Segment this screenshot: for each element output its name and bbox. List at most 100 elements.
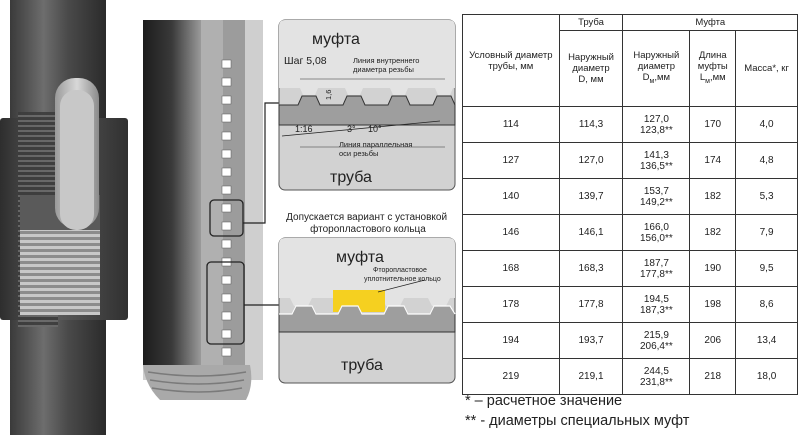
coupling-od-special: 177,8** (639, 268, 673, 280)
cell-mass: 8,6 (735, 286, 798, 323)
header-coupling-length: Длина муфты Lм,мм (689, 30, 737, 107)
coupling-od-standard: 187,7 (643, 257, 669, 269)
cell-nominal: 168 (462, 250, 560, 287)
taper-label: 1:16 (295, 124, 313, 134)
thread-detail-top: муфта Шаг 5,08 Линия внутреннего диаметр… (278, 19, 456, 191)
cell-mass: 5,3 (735, 178, 798, 215)
ring-variant-caption: Допускается вариант с установкой фторопл… (286, 212, 450, 235)
cell-coupling-length: 190 (689, 250, 737, 287)
cell-pipe-od: 193,7 (558, 322, 624, 359)
detail-marker-bottom (206, 261, 245, 345)
detail-bottom-pipe-title: труба (341, 357, 383, 374)
pitch-label: Шаг 5,08 (284, 55, 327, 67)
coupling-od-standard: 127,0 (643, 113, 669, 125)
pipe-3d-view (0, 0, 128, 435)
cell-nominal: 219 (462, 358, 560, 395)
cell-pipe-od: 139,7 (558, 178, 624, 215)
cell-nominal: 127 (462, 142, 560, 179)
section-thread-tooth (221, 347, 232, 357)
cell-mass: 18,0 (735, 358, 798, 395)
section-thread-tooth (221, 221, 232, 231)
footnote-special-couplings: ** - диаметры специальных муфт (465, 413, 690, 429)
ring-label: Фторопластовое уплотнительное кольцо (364, 267, 441, 283)
section-thread-tooth (221, 185, 232, 195)
section-thread-tooth (221, 239, 232, 249)
angle-left-label: 3° (347, 124, 356, 134)
detail-marker-top (209, 199, 244, 237)
cell-coupling-length: 182 (689, 214, 737, 251)
header-mass: Масса*, кг (735, 30, 798, 107)
coupling-od-special: 123,8** (639, 124, 673, 136)
header-nominal: Условный диаметр трубы, мм (462, 14, 560, 107)
cell-mass: 9,5 (735, 250, 798, 287)
cell-mass: 4,8 (735, 142, 798, 179)
coupling-od-standard: 194,5 (643, 293, 669, 305)
section-thread-tooth (221, 149, 232, 159)
coupling-od-standard: 244,5 (643, 365, 669, 377)
section-thread-tooth (221, 77, 232, 87)
cell-pipe-od: 146,1 (558, 214, 624, 251)
section-thread-tooth (221, 293, 232, 303)
coupling-od-standard: 141,3 (643, 149, 669, 161)
coupling-od-special: 136,5** (639, 160, 673, 172)
cell-pipe-od: 114,3 (558, 106, 624, 143)
cell-pipe-od: 219,1 (558, 358, 624, 395)
pipe-coupling-illustration: муфта Шаг 5,08 Линия внутреннего диаметр… (0, 0, 456, 435)
cell-pipe-od: 127,0 (558, 142, 624, 179)
section-thread-tooth (221, 311, 232, 321)
footnote-calculated: * – расчетное значение (465, 393, 623, 409)
cell-nominal: 114 (462, 106, 560, 143)
leader-line-top (243, 102, 279, 224)
section-thread-tooth (221, 113, 232, 123)
cell-mass: 7,9 (735, 214, 798, 251)
coupling-od-standard: 166,0 (643, 221, 669, 233)
angle-right-label: 10° (368, 124, 382, 134)
cell-pipe-od: 177,8 (558, 286, 624, 323)
thread-detail-bottom: муфта Фторопластовое уплотнительное коль… (278, 237, 456, 384)
cell-coupling-length: 170 (689, 106, 737, 143)
cell-mass: 4,0 (735, 106, 798, 143)
detail-bottom-coupling-title: муфта (336, 249, 384, 266)
cell-coupling-length: 218 (689, 358, 737, 395)
cell-pipe-od: 168,3 (558, 250, 624, 287)
coupling-od-special: 149,2** (639, 196, 673, 208)
thread-inner-line-label: Линия внутреннего диаметра резьбы (353, 56, 422, 74)
header-group-pipe: Труба (558, 14, 624, 31)
header-coupling-od: Наружный диаметр Dм,мм (622, 30, 691, 107)
section-thread-tooth (221, 59, 232, 69)
detail-top-coupling-title: муфта (312, 31, 360, 48)
thread-height-label: 1,6 (324, 90, 333, 100)
cell-coupling-length: 198 (689, 286, 737, 323)
section-thread-tooth (221, 131, 232, 141)
cell-coupling-length: 182 (689, 178, 737, 215)
header-pipe-od: Наружный диаметр D, мм (558, 30, 624, 107)
detail-top-pipe-title: труба (330, 169, 372, 186)
specifications-table: Условный диаметр трубы, мм Труба Муфта Н… (462, 14, 798, 395)
coupling-od-special: 156,0** (639, 232, 673, 244)
cell-nominal: 178 (462, 286, 560, 323)
section-thread-tooth (221, 167, 232, 177)
coupling-od-special: 231,8** (639, 376, 673, 388)
cell-nominal: 146 (462, 214, 560, 251)
section-thread-tooth (221, 275, 232, 285)
pipe-cross-section (143, 20, 279, 400)
section-thread-tooth (221, 329, 232, 339)
header-group-coupling: Муфта (622, 14, 798, 31)
coupling-od-special: 206,4** (639, 340, 673, 352)
cell-nominal: 140 (462, 178, 560, 215)
